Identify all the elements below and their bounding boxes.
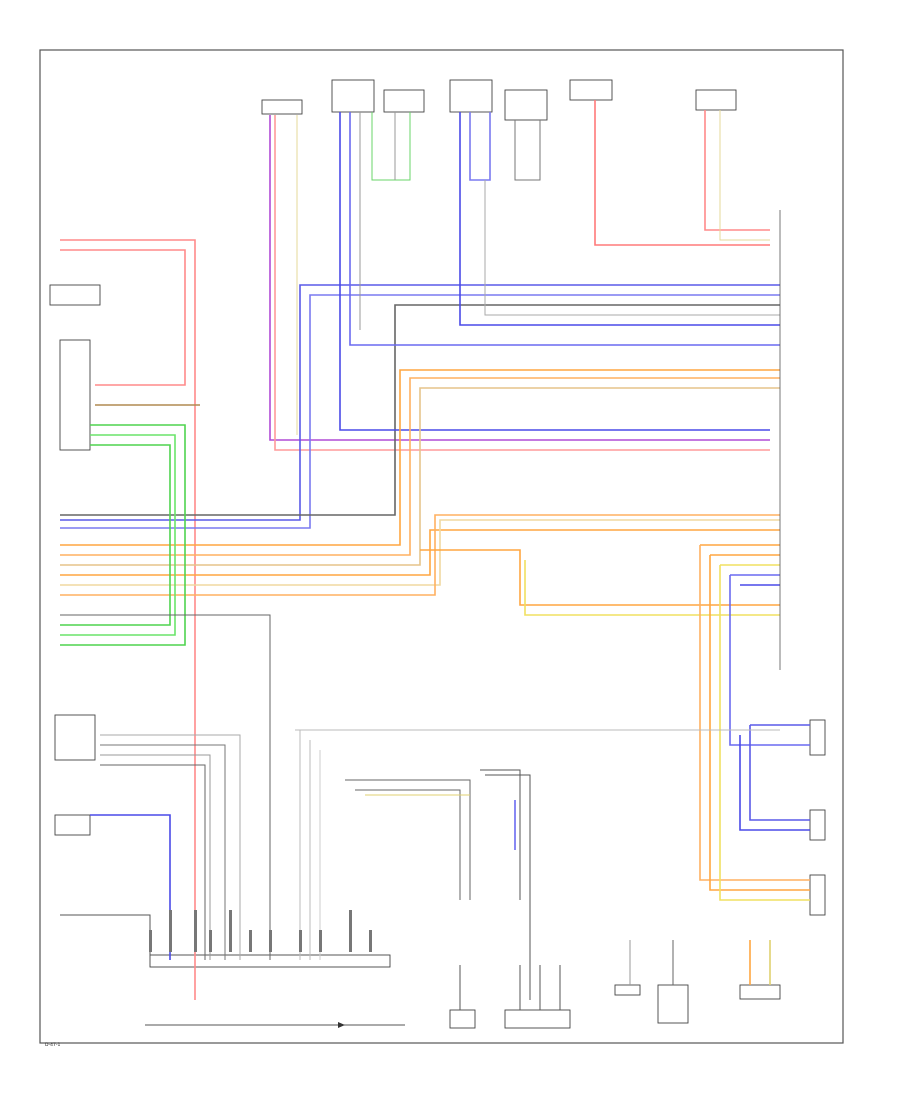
pin-marker [369, 930, 372, 952]
pin-marker [319, 930, 322, 952]
connector-top-4 [449, 79, 493, 113]
wire-blue-5 [459, 112, 780, 326]
left-components [49, 284, 101, 836]
right-connector-2 [809, 809, 826, 841]
corner-label: D-47-1 [45, 1042, 60, 1048]
pin-marker [299, 930, 302, 952]
pin-marker [229, 910, 232, 952]
wire-dark-8 [480, 769, 521, 900]
wire-dark-3 [60, 614, 271, 960]
bottom-ground-2 [504, 1009, 571, 1029]
right-connector-1 [809, 719, 826, 756]
right-connector-3 [809, 874, 826, 916]
wires [60, 100, 810, 1028]
connector-top-3 [383, 89, 425, 113]
wire-yellow-2 [719, 564, 810, 901]
wire-blue-3 [339, 112, 770, 431]
pin-marker [149, 930, 152, 952]
wire-blue-7 [729, 574, 810, 746]
pin-marker [269, 930, 272, 952]
wire-orange-7 [699, 545, 810, 881]
wire-orange-2 [60, 377, 780, 556]
wire-blue-10 [90, 814, 171, 960]
connector-top-5 [504, 89, 548, 121]
wire-blue-9 [749, 724, 810, 821]
wire-tan-2 [719, 110, 770, 241]
wire-green-3 [60, 444, 171, 626]
bottom-connector-right [739, 984, 781, 1000]
pin-marker [194, 910, 197, 952]
wire-dark-5 [100, 764, 206, 960]
wire-red-1 [60, 239, 196, 1000]
bottom-ground-1 [449, 1009, 476, 1029]
top-connectors [261, 79, 737, 121]
wire-violet-1 [269, 115, 770, 441]
wire-dark-15 [60, 914, 151, 960]
diagram-frame [39, 49, 844, 1044]
pin-marker [209, 930, 212, 952]
wire-dark-1 [60, 304, 780, 516]
connector-top-1 [261, 99, 303, 115]
pin-marker [349, 910, 352, 952]
wire-blue-4 [349, 112, 780, 346]
wire-blue-6 [469, 112, 491, 181]
wire-dark-4 [100, 744, 226, 960]
wire-red-2 [60, 249, 186, 386]
wire-gray-4 [100, 734, 241, 960]
module-left-small [54, 814, 91, 836]
bottom-ground-3 [614, 984, 641, 996]
wire-orange-3 [60, 529, 780, 576]
wire-dark-7 [355, 789, 461, 900]
right-components [809, 719, 826, 916]
wire-gray-3 [484, 180, 780, 316]
wire-tan-4 [60, 519, 780, 586]
wire-dark-9 [485, 774, 531, 1000]
wire-pink-1 [274, 115, 770, 451]
wire-orange-4 [60, 514, 780, 596]
wire-green-2 [60, 434, 176, 636]
bottom-module-4 [657, 984, 689, 1024]
wire-dark-6 [345, 779, 471, 900]
pin-marker [249, 930, 252, 952]
bottom-components [149, 954, 781, 1029]
connector-top-2 [331, 79, 375, 113]
wire-tan-3 [60, 387, 780, 566]
module-left-upper [49, 284, 101, 306]
wire-orange-1 [60, 369, 780, 546]
bottom-pin-markers [149, 910, 372, 952]
bottom-arrow-head [338, 1022, 345, 1028]
connector-top-6 [569, 79, 613, 101]
wire-yellow-1 [524, 560, 780, 616]
module-left-large [59, 339, 91, 451]
wire-green-top [371, 112, 411, 181]
wire-green-1 [60, 424, 186, 646]
wire-orange-5 [420, 549, 780, 606]
wire-orange-8 [709, 554, 810, 891]
pin-marker [169, 910, 172, 952]
wire-gray-5 [100, 754, 211, 960]
wire-blue-1 [60, 284, 780, 521]
wire-red-3 [594, 100, 770, 246]
module-left-bottom [54, 714, 96, 761]
wire-dark-2 [514, 120, 541, 181]
connector-top-7 [695, 89, 737, 111]
wire-blue-8 [739, 584, 810, 831]
wire-red-4 [704, 110, 770, 231]
